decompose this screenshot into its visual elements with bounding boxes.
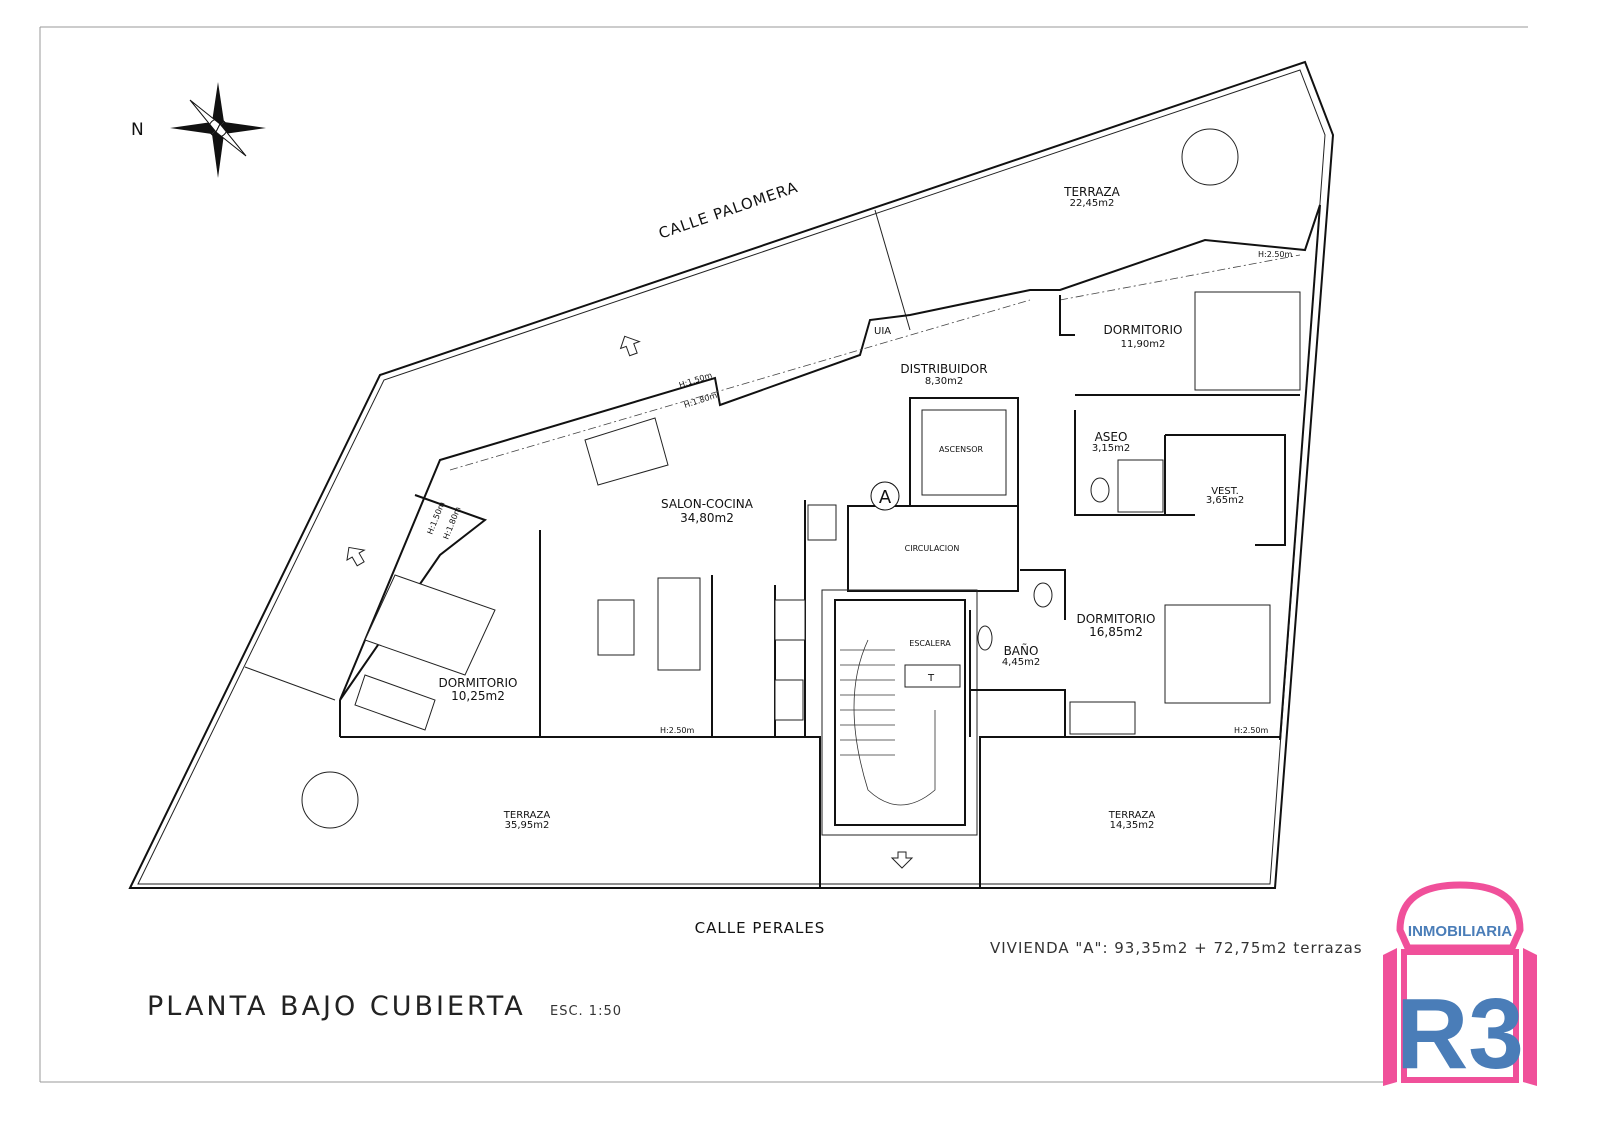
room-area: 8,30m2 <box>925 376 963 387</box>
area-summary: VIVIENDA "A": 93,35m2 + 72,75m2 terrazas <box>990 939 1363 957</box>
building-walls <box>339 204 1321 888</box>
svg-text:H:2.50m: H:2.50m <box>1234 726 1269 735</box>
unit-marker-label: A <box>879 487 892 508</box>
room-name: BAÑO <box>1004 643 1039 658</box>
room-name: TERRAZA <box>503 810 551 821</box>
north-arrow-icon <box>170 82 266 178</box>
site-boundary <box>128 60 1335 889</box>
room-name: SALON-COCINA <box>661 497 754 511</box>
svg-text:H:1.80m: H:1.80m <box>442 505 463 540</box>
plan-scale: ESC. 1:50 <box>550 1004 622 1019</box>
plan-title: PLANTA BAJO CUBIERTA <box>147 991 526 1022</box>
inmobiliaria-r3-logo: INMOBILIARIA R3 <box>1383 881 1537 1090</box>
svg-text:H:1.50m: H:1.50m <box>678 371 714 390</box>
svg-text:H:1.80m: H:1.80m <box>683 391 719 410</box>
logo-mark: R3 <box>1396 978 1524 1090</box>
furniture <box>301 128 1301 829</box>
street-north: CALLE PALOMERA <box>656 178 800 243</box>
room-area: 16,85m2 <box>1089 625 1143 639</box>
room-name: TERRAZA <box>1063 185 1121 199</box>
room-name: DORMITORIO <box>1076 612 1155 626</box>
room-name: VEST. <box>1211 486 1239 497</box>
room-area: 35,95m2 <box>505 820 550 831</box>
stair-steps <box>840 639 936 806</box>
svg-text:H:2.50m: H:2.50m <box>1258 250 1293 259</box>
logo-text: INMOBILIARIA <box>1408 923 1512 940</box>
compass-label: N <box>131 120 144 140</box>
room-name: ASEO <box>1095 430 1128 444</box>
svg-text:T: T <box>927 673 935 684</box>
room-name: DORMITORIO <box>1103 323 1182 337</box>
svg-text:H:2.50m: H:2.50m <box>660 726 695 735</box>
room-area: 14,35m2 <box>1110 820 1155 831</box>
room-name: CIRCULACION <box>905 544 960 553</box>
room-name: ESCALERA <box>909 639 951 648</box>
street-south: CALLE PERALES <box>695 919 826 937</box>
room-area: 3,65m2 <box>1206 495 1244 506</box>
room-name: DISTRIBUIDOR <box>900 362 987 376</box>
room-area: 4,45m2 <box>1002 657 1040 668</box>
access-arrow-icons <box>346 335 914 869</box>
room-area: 22,45m2 <box>1070 198 1115 209</box>
room-area: 34,80m2 <box>680 511 734 525</box>
room-area: 10,25m2 <box>451 689 505 703</box>
unit-marker <box>870 481 900 511</box>
svg-text:UIA: UIA <box>874 326 891 337</box>
sheet-frame <box>39 26 1528 1083</box>
room-area: 3,15m2 <box>1092 443 1130 454</box>
room-labels: TERRAZA 22,45m2 DORMITORIO 11,90m2 DISTR… <box>438 185 1244 831</box>
room-name: TERRAZA <box>1108 810 1156 821</box>
room-area: 11,90m2 <box>1121 339 1166 350</box>
room-name: ASCENSOR <box>939 445 984 454</box>
room-name: DORMITORIO <box>438 676 517 690</box>
